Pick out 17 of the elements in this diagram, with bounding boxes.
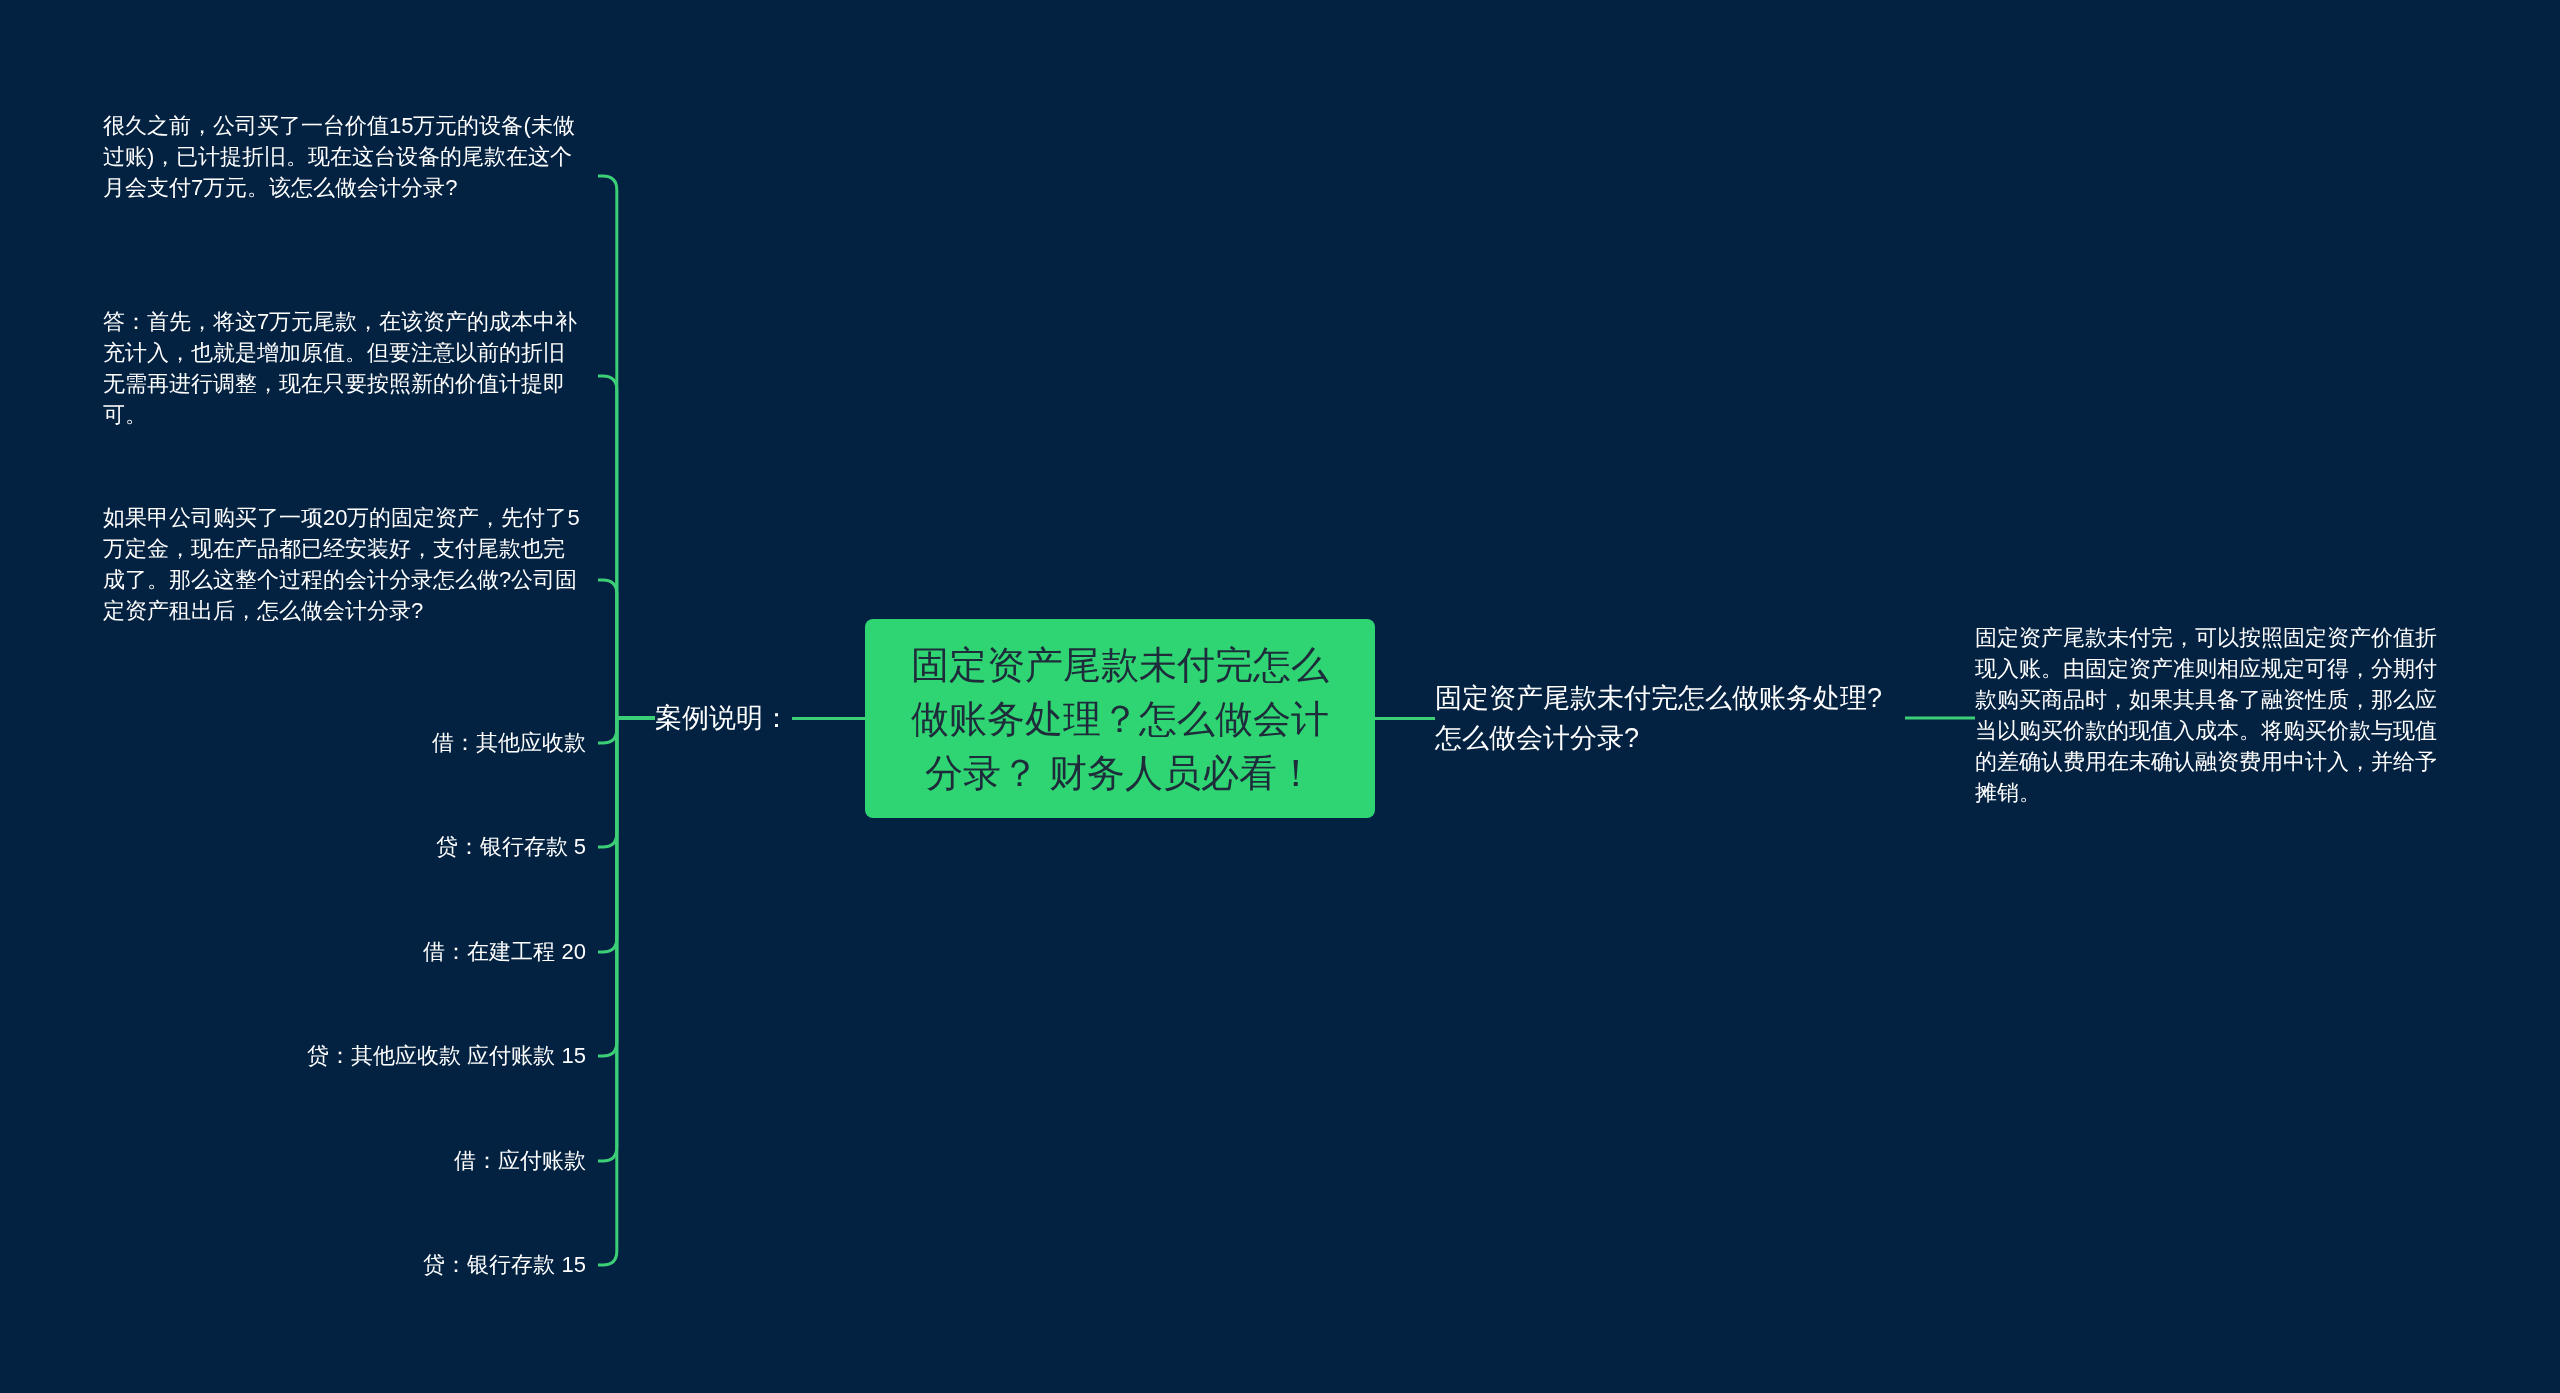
topic-text: 很久之前，公司买了一台价值15万元的设备(未做过账)，已计提折旧。现在这台设备的尾款在这个月会支付7万元。该怎么做会计分录?	[103, 113, 575, 200]
topic-text: 案例说明：	[655, 702, 790, 735]
topic-text: 固定资产尾款未付完怎么做账务处理？怎么做会计分录？ 财务人员必看！	[910, 642, 1330, 796]
topic-text: 固定资产尾款未付完怎么做账务处理?怎么做会计分录?	[1435, 682, 1884, 755]
topic-text: 贷：银行存款 5	[435, 834, 586, 859]
connector-line	[1905, 716, 1975, 720]
topic-text: 如果甲公司购买了一项20万的固定资产，先付了5万定金，现在产品都已经安装好，支付尾款也完成了。那么这整个过程的会计分录怎么做?公司固定资产租出后，怎么做会计分录?	[103, 505, 580, 623]
topic-text: 贷：银行存款 15	[423, 1252, 586, 1277]
topic-text: 借：应付账款	[454, 1148, 586, 1173]
topic-text: 答：首先，将这7万元尾款，在该资产的成本中补充计入，也就是增加原值。但要注意以前的折旧无需再进行调整，现在只要按照新的价值计提即可。	[103, 309, 578, 427]
topic-text: 贷：其他应收款 应付账款 15	[307, 1043, 586, 1068]
connector-line	[1375, 717, 1435, 720]
topic-text: 固定资产尾款未付完，可以按照固定资产价值折现入账。由固定资产准则相应规定可得，分期付款购买商品时，如果其具备了融资性质，那么应当以购买价款的现值入成本。将购买价款与现值的差确认费用在未确认融资费用中计入，并给予摊销。	[1975, 625, 2437, 805]
connector-line	[792, 717, 865, 720]
topic-text: 借：在建工程 20	[423, 939, 586, 964]
topic-text: 借：其他应收款	[432, 730, 586, 755]
central-topic	[865, 619, 1375, 818]
